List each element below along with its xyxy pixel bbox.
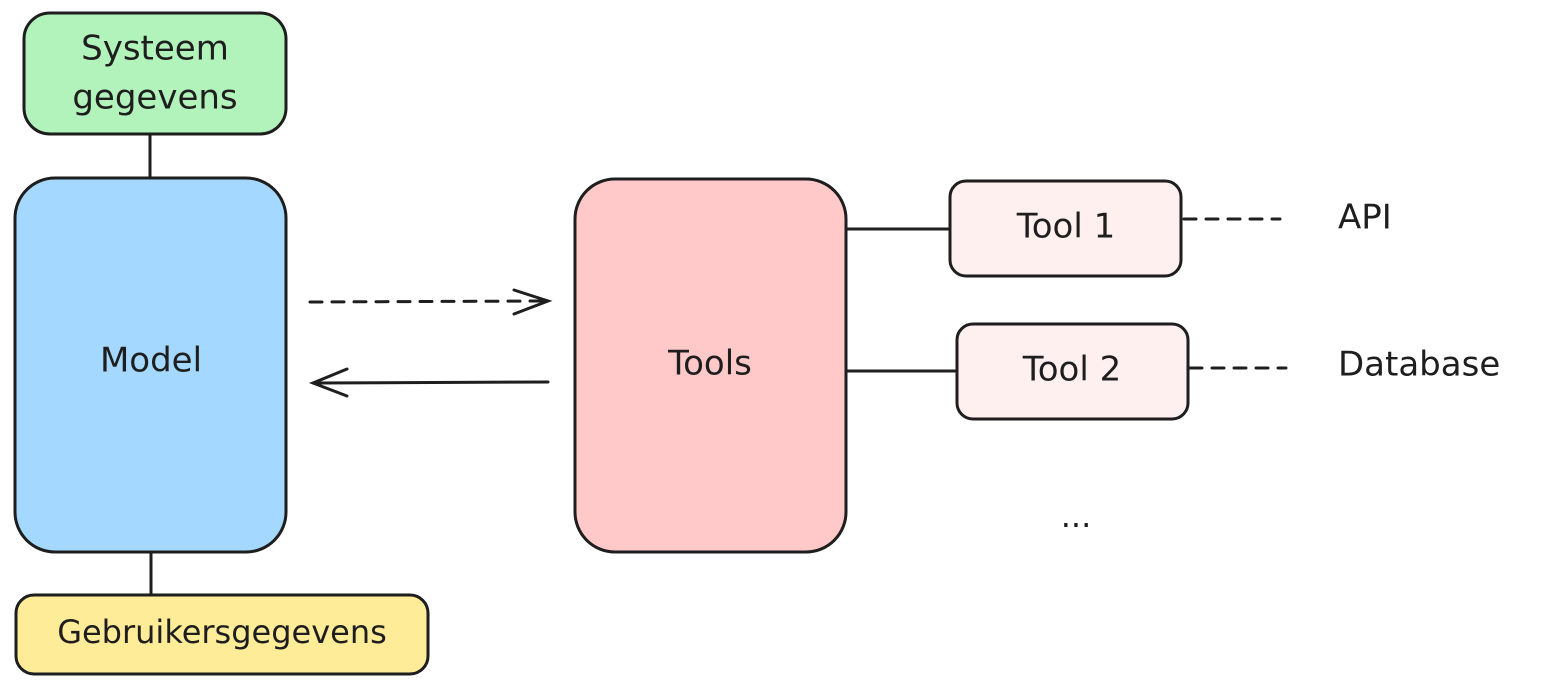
tool1-node: Tool 1: [948, 179, 1183, 278]
tool2-node: Tool 2: [955, 322, 1190, 421]
more-tools-ellipsis: ...: [1061, 497, 1092, 535]
tool1-label: Tool 1: [1016, 207, 1115, 247]
tool2-label: Tool 2: [1022, 350, 1121, 390]
database-label: Database: [1338, 345, 1500, 385]
tool2-box: [955, 322, 1190, 421]
response-arrow: [308, 367, 550, 398]
system-data-node: Systeem gegevens: [22, 11, 288, 136]
tools-node: Tools: [573, 177, 848, 554]
user-data-node: Gebruikersgegevens: [14, 593, 430, 676]
system-data-label-line1: Systeem: [81, 29, 229, 69]
model-box: [13, 176, 288, 554]
model-node: Model: [13, 176, 288, 554]
user-data-label: Gebruikersgegevens: [57, 613, 387, 651]
tools-box: [573, 177, 848, 554]
tool1-box: [948, 179, 1183, 278]
user-data-box: [14, 593, 430, 676]
request-arrow: [308, 288, 553, 316]
tools-label: Tools: [667, 344, 752, 384]
system-data-label-line2: gegevens: [72, 78, 237, 118]
api-label: API: [1338, 198, 1392, 238]
system-data-box: [22, 11, 288, 136]
model-label: Model: [100, 341, 202, 381]
